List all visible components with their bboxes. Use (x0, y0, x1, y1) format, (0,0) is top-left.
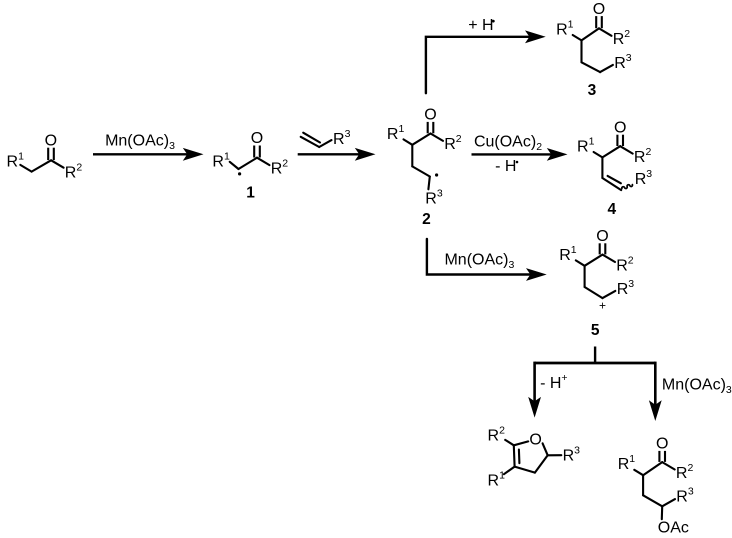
svg-text:OAc: OAc (658, 519, 689, 536)
svg-text:5: 5 (591, 322, 600, 339)
svg-text:R1​: R1​ (559, 244, 577, 264)
svg-text:R1​: R1​ (618, 453, 636, 473)
svg-text:1: 1 (246, 185, 255, 202)
svg-text:O: O (593, 1, 605, 18)
svg-text:R1​: R1​ (387, 123, 405, 143)
svg-text:+ H: + H (468, 17, 493, 34)
svg-text:Mn(OAc)3​: Mn(OAc)3​ (444, 252, 514, 272)
svg-text:Cu(OAc)2​: Cu(OAc)2​ (474, 134, 542, 154)
svg-text:O: O (596, 228, 608, 245)
svg-text:R2​: R2​ (616, 254, 634, 274)
svg-text:Mn(OAc)3​: Mn(OAc)3​ (662, 377, 732, 397)
svg-text:R2​: R2​ (271, 157, 289, 177)
svg-text:R2​: R2​ (634, 146, 652, 166)
svg-text:O: O (424, 107, 436, 124)
svg-text:R3​: R3​ (617, 278, 635, 298)
svg-text:R2​: R2​ (488, 424, 506, 444)
svg-text:3: 3 (588, 82, 597, 99)
svg-text:R3​: R3​ (333, 128, 351, 148)
svg-text:R3​: R3​ (676, 485, 694, 505)
svg-text:2: 2 (422, 211, 431, 228)
svg-text:O: O (251, 130, 263, 147)
svg-text:R3​: R3​ (563, 445, 581, 465)
svg-text:4: 4 (607, 201, 616, 218)
svg-text:O: O (656, 436, 668, 453)
svg-text:R2​: R2​ (676, 462, 694, 482)
svg-text:R1​: R1​ (212, 150, 230, 170)
svg-text:- H: - H (495, 158, 516, 175)
svg-text:R3​: R3​ (635, 168, 653, 188)
svg-text:R1​: R1​ (7, 151, 25, 171)
svg-text:R3​: R3​ (614, 52, 632, 72)
svg-text:+: + (599, 299, 606, 313)
svg-text:R1​: R1​ (488, 470, 506, 490)
svg-text:O: O (529, 432, 541, 449)
svg-text:O: O (614, 119, 626, 136)
svg-text:O: O (45, 132, 57, 149)
svg-text:- H+​: - H+​ (540, 372, 567, 392)
svg-text:R3​: R3​ (425, 188, 443, 208)
svg-text:R1​: R1​ (556, 18, 574, 38)
svg-text:R2​: R2​ (65, 161, 83, 181)
svg-text:R1​: R1​ (577, 135, 595, 155)
svg-text:R2​: R2​ (613, 28, 631, 48)
svg-text:R2​: R2​ (444, 133, 462, 153)
svg-text:Mn(OAc)3​: Mn(OAc)3​ (105, 132, 175, 152)
